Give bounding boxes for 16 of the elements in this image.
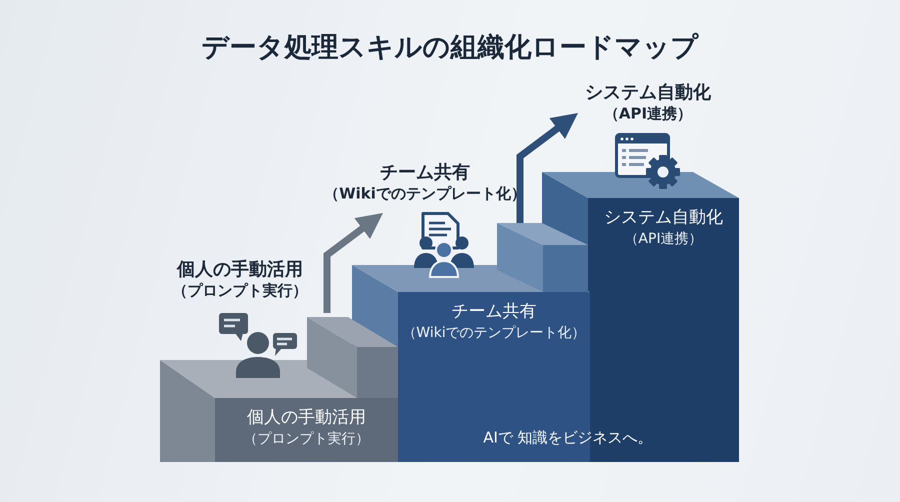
- block-label: 個人の手動活用: [247, 408, 366, 428]
- stage-subheading: （Wikiでのテンプレート化）: [324, 184, 526, 204]
- stage-heading: 個人の手動活用: [177, 259, 303, 281]
- arrow: [516, 113, 578, 223]
- block-sublabel: （API連携）: [624, 230, 703, 248]
- block-sublabel: （プロンプト実行）: [244, 430, 370, 448]
- block-label: チーム共有: [452, 302, 536, 322]
- stage-subheading: （プロンプト実行）: [172, 282, 308, 300]
- block-sublabel: （Wikiでのテンプレート化）: [402, 324, 586, 342]
- stage-heading: チーム共有: [380, 162, 470, 184]
- block-label: システム自動化: [604, 208, 723, 228]
- stage-subheading: （API連携）: [604, 104, 692, 124]
- title: データ処理スキルの組織化ロードマップ: [202, 31, 698, 65]
- tagline: AIで 知識をビジネスへ。: [483, 428, 653, 448]
- arrow: [324, 213, 383, 313]
- stage-heading: システム自動化: [585, 82, 711, 104]
